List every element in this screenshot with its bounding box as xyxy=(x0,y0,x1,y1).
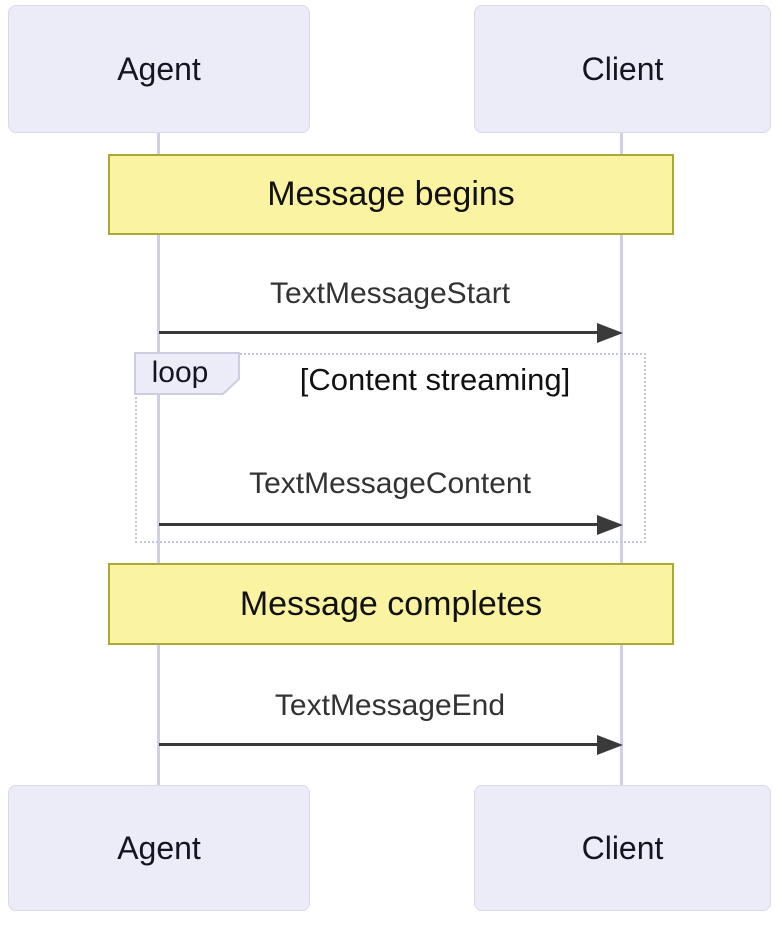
loop-label-tag xyxy=(134,352,240,395)
message-textmessagecontent-line xyxy=(159,523,601,526)
actor-client-top: Client xyxy=(474,5,771,133)
actor-client-bottom-label: Client xyxy=(581,829,664,866)
actor-client-bottom: Client xyxy=(474,785,771,911)
message-textmessagestart-line xyxy=(159,331,601,334)
message-textmessagestart-arrowhead-icon xyxy=(597,323,623,343)
actor-client-top-label: Client xyxy=(581,50,664,87)
note-message-completes-label: Message completes xyxy=(239,584,543,623)
actor-agent-top: Agent xyxy=(8,5,310,133)
note-message-completes: Message completes xyxy=(108,563,674,645)
note-message-begins-label: Message begins xyxy=(267,175,515,213)
actor-agent-top-label: Agent xyxy=(117,50,201,87)
loop-condition: [Content streaming] xyxy=(299,362,571,397)
message-textmessageend-label: TextMessageEnd xyxy=(274,689,506,722)
message-textmessagecontent-label: TextMessageContent xyxy=(249,467,531,500)
message-textmessageend-line xyxy=(159,743,601,746)
client-lifeline xyxy=(620,133,623,785)
loop-frame xyxy=(135,353,646,543)
message-textmessageend-arrowhead-icon xyxy=(597,735,623,755)
agent-lifeline xyxy=(157,133,160,785)
message-textmessagecontent-arrowhead-icon xyxy=(597,515,623,535)
actor-agent-bottom: Agent xyxy=(8,785,310,911)
actor-agent-bottom-label: Agent xyxy=(117,829,201,866)
message-textmessagestart-label: TextMessageStart xyxy=(269,277,511,310)
note-message-begins: Message begins xyxy=(108,154,674,235)
loop-keyword: loop xyxy=(151,356,209,389)
